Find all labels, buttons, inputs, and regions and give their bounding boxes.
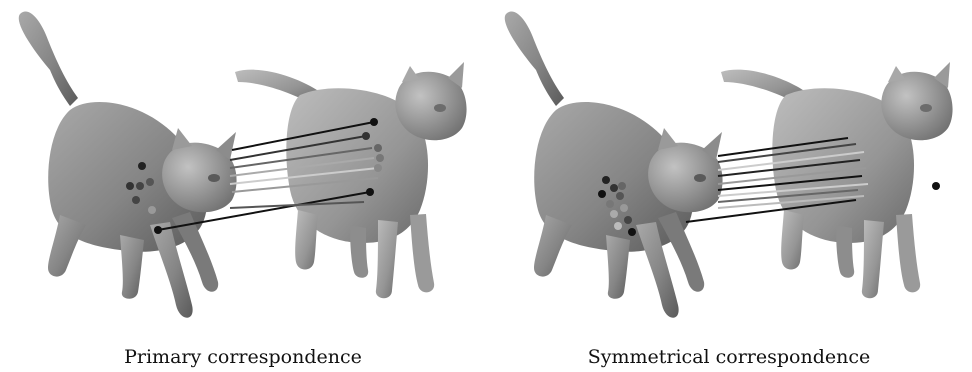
symmetrical-correspondence-figure [486,0,972,340]
panel-primary: Primary correspondence [0,0,486,372]
panel-symmetrical: Symmetrical correspondence [486,0,972,372]
caption-primary: Primary correspondence [0,346,486,368]
caption-symmetrical: Symmetrical correspondence [486,346,972,368]
target-points [932,182,940,190]
source-cat [19,12,237,318]
primary-correspondence-figure [0,0,486,340]
source-cat [505,12,723,318]
